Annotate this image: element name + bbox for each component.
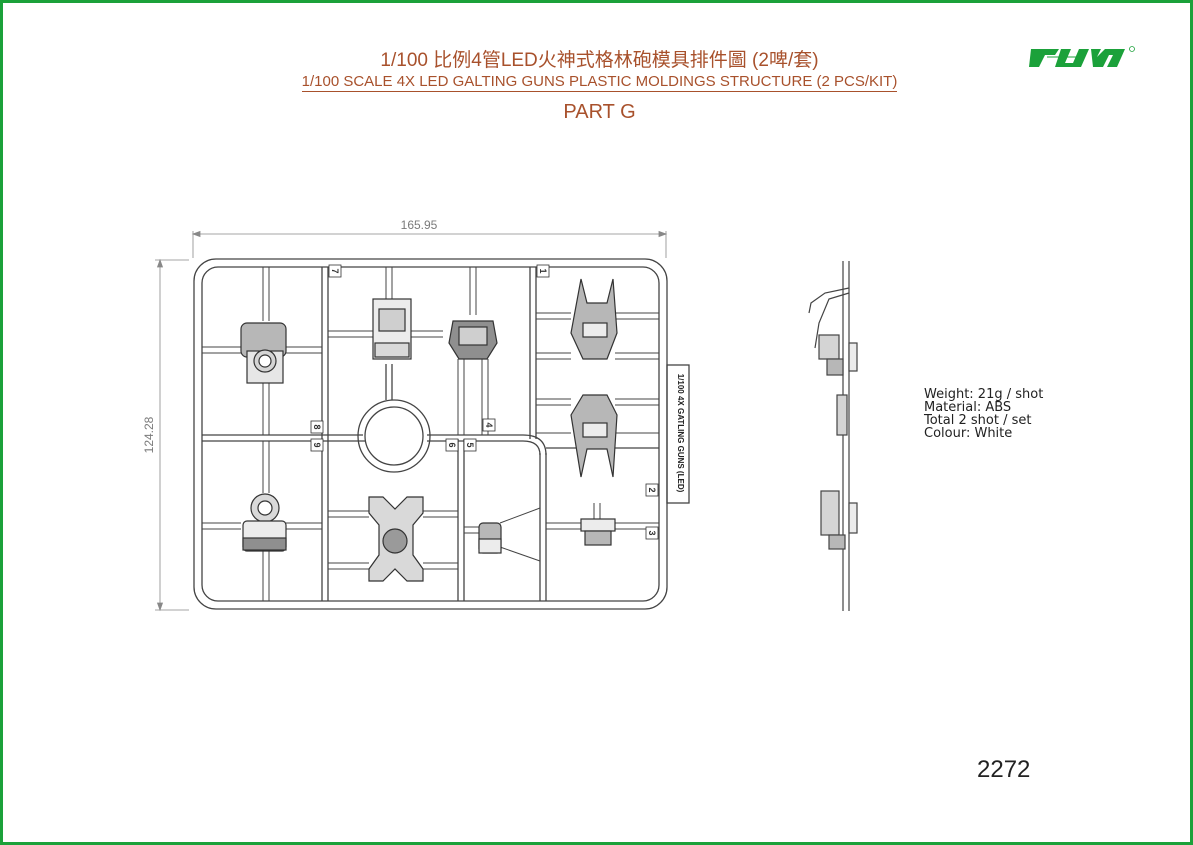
title-chinese: 1/100 比例4管LED火神式格林砲模具排件圖 (2啤/套) [380,50,819,71]
spec-list: Weight: 21g / shot Material: ABS Total 2… [924,388,1043,440]
part-housing-upper [240,322,287,384]
spec-colour: Colour: White [924,426,1013,441]
title-english: 1/100 SCALE 4X LED GALTING GUNS PLASTIC … [301,73,898,92]
runner-frame-inner [201,266,660,602]
part-small-block [478,522,502,554]
sprue-drawing [155,230,858,612]
spec-material: Material: ABS [924,400,1012,415]
part-housing-lower [242,493,287,552]
label-plate [666,364,690,504]
page-number: 2272 [977,756,1031,783]
part-bracket-lower [570,394,618,478]
part-mount-top [372,298,412,360]
title-block: 1/100 比例4管LED火神式格林砲模具排件圖 (2啤/套) 1/100 SC… [3,49,1193,125]
spec-weight: Weight: 21g / shot [924,387,1044,402]
vertical-runners [321,267,547,601]
brand-logo-icon [1029,46,1135,67]
side-profile-view [808,261,858,611]
width-dimension [191,230,668,258]
part-cross-frame [368,496,424,582]
runner-gates [202,267,659,601]
part-bracket-upper [570,278,618,360]
ring-part [357,399,431,473]
height-dimension [155,258,189,612]
part-barrel-block [448,320,498,360]
spec-total: Total 2 shot / set [924,413,1032,428]
part-label: PART G [563,101,636,123]
part-cap [580,518,616,546]
